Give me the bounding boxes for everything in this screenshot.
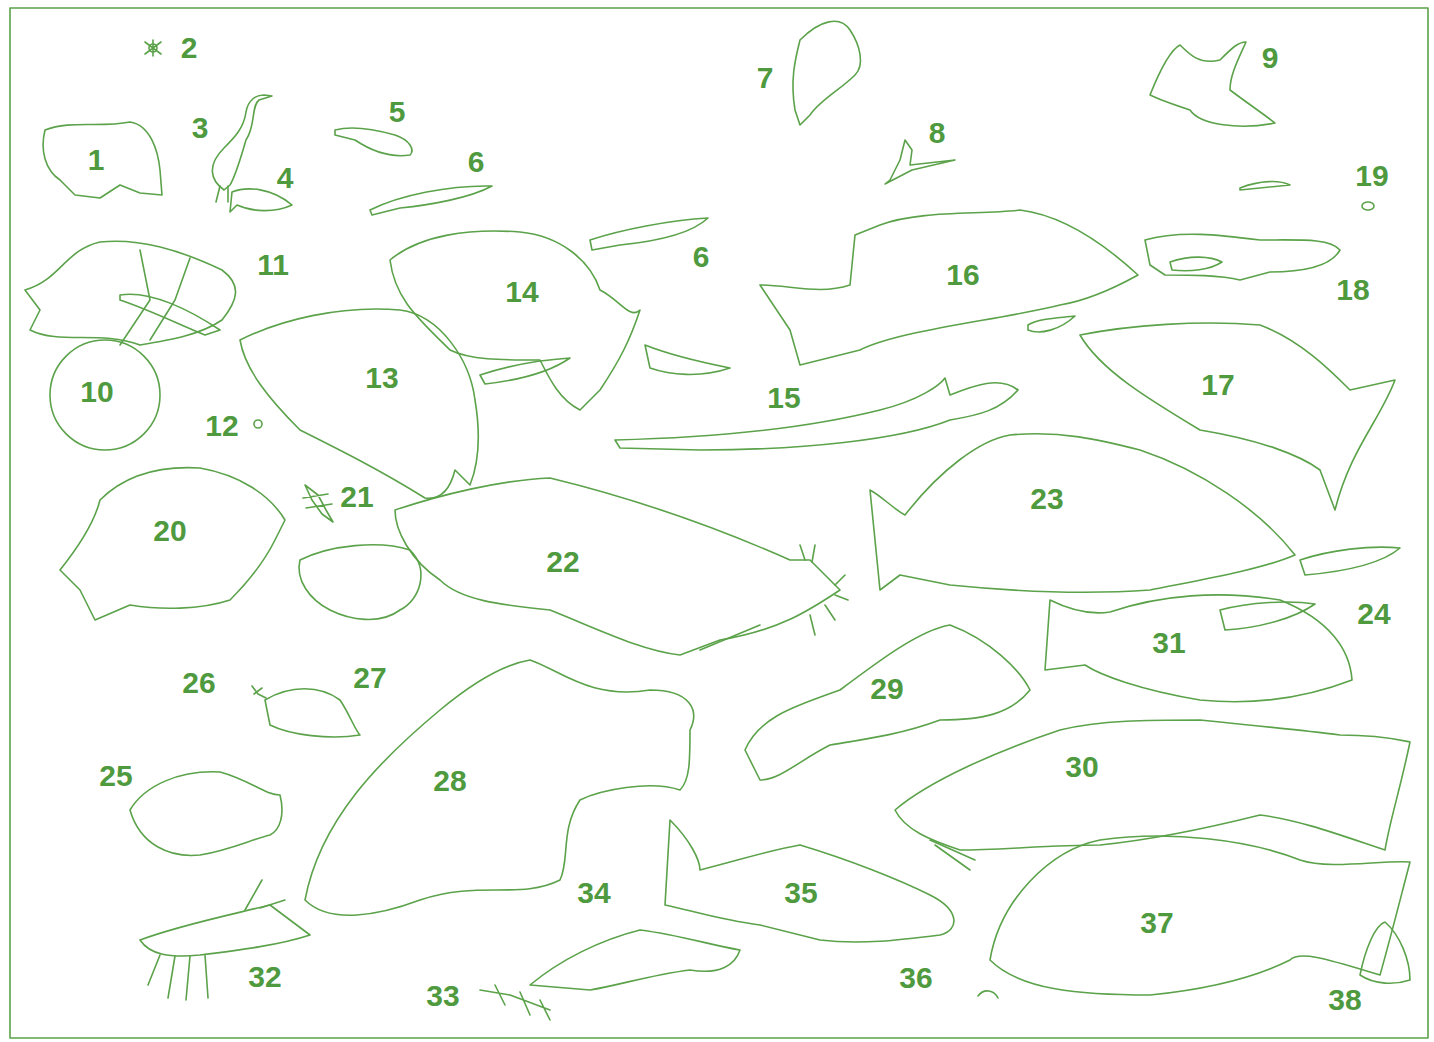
- fish-outline: [390, 231, 640, 410]
- insect-legs: [145, 40, 161, 56]
- callout-number: 19: [1353, 161, 1390, 191]
- fish-outline: [480, 358, 570, 384]
- callout-number: 16: [944, 260, 981, 290]
- callout-number: 23: [1028, 484, 1065, 514]
- fish-outline: [870, 434, 1295, 592]
- callout-number: 17: [1199, 370, 1236, 400]
- fish-outline: [530, 930, 740, 990]
- callout-number: 12: [203, 411, 240, 441]
- callout-number: 29: [868, 674, 905, 704]
- fish-outline: [665, 820, 954, 942]
- callout-number: 32: [246, 962, 283, 992]
- bird-legs: [216, 186, 228, 202]
- callout-number: 15: [765, 383, 802, 413]
- callout-number: 35: [782, 878, 819, 908]
- callout-number: 4: [275, 163, 296, 193]
- callout-number: 33: [424, 981, 461, 1011]
- callout-number: 21: [338, 482, 375, 512]
- insect-outline: [252, 686, 266, 698]
- fish-whiskers: [930, 840, 975, 870]
- callout-number: 5: [387, 97, 408, 127]
- callout-number: 8: [927, 118, 948, 148]
- bird-outline: [212, 95, 272, 190]
- fish-outline: [1300, 547, 1400, 575]
- egg-outline: [1362, 202, 1374, 210]
- callout-number: 24: [1355, 599, 1392, 629]
- insect-outline: [303, 485, 333, 522]
- fish-outline: [1220, 602, 1315, 630]
- fish-outline: [1028, 316, 1075, 332]
- insect-outline: [480, 985, 550, 1020]
- callout-number: 11: [255, 250, 291, 280]
- plant-outline: [25, 241, 236, 345]
- fish-outline: [240, 309, 478, 498]
- callout-number: 38: [1326, 985, 1363, 1015]
- callout-number: 26: [180, 668, 217, 698]
- callout-number: 28: [431, 766, 468, 796]
- fish-outline: [615, 378, 1018, 450]
- animal-outline: [335, 128, 412, 156]
- fish-outline: [305, 660, 694, 915]
- callout-number: 6: [691, 242, 712, 272]
- fish-whiskers: [700, 545, 848, 650]
- bird-outline: [1150, 42, 1275, 126]
- fish-outline: [265, 689, 360, 737]
- callout-number: 25: [97, 761, 134, 791]
- callout-number: 27: [351, 663, 388, 693]
- fish-outline: [60, 468, 285, 620]
- animal-outline: [299, 545, 421, 620]
- crayfish-legs: [148, 880, 285, 1000]
- fish-outline: [745, 625, 1030, 780]
- fish-outline: [760, 210, 1138, 365]
- fish-outline: [1145, 234, 1340, 280]
- fish-outline: [1170, 257, 1222, 271]
- callout-number: 9: [1260, 43, 1281, 73]
- fish-outline: [1080, 323, 1395, 510]
- fish-outline: [895, 720, 1410, 850]
- callout-number: 20: [151, 516, 188, 546]
- callout-number: 13: [363, 363, 400, 393]
- bird-outline: [793, 21, 861, 125]
- egg-outline: [254, 420, 262, 428]
- frame: [10, 8, 1428, 1038]
- animal-outline: [1360, 922, 1410, 983]
- callout-number: 31: [1150, 628, 1187, 658]
- animal-outline: [1240, 182, 1290, 190]
- fish-outline: [120, 294, 220, 335]
- callout-number: 3: [190, 113, 211, 143]
- callout-number: 7: [755, 63, 776, 93]
- animal-outline: [978, 991, 998, 998]
- callout-number: 30: [1063, 752, 1100, 782]
- fish-outline: [990, 836, 1410, 995]
- callout-number: 36: [897, 963, 934, 993]
- fish-outline: [370, 186, 492, 215]
- fish-outline: [395, 478, 840, 655]
- plant-outline: [50, 340, 160, 450]
- callout-number: 18: [1334, 275, 1371, 305]
- animal-outline: [43, 122, 162, 198]
- callout-number: 14: [503, 277, 540, 307]
- callout-number: 34: [575, 878, 612, 908]
- callout-number: 10: [78, 377, 115, 407]
- callout-number: 22: [544, 547, 581, 577]
- fish-outline: [1045, 595, 1352, 702]
- fish-outline: [130, 772, 282, 856]
- callout-number: 2: [179, 33, 200, 63]
- fish-outline: [645, 345, 730, 374]
- callout-number: 6: [466, 147, 487, 177]
- crayfish-outline: [140, 905, 310, 956]
- callout-number: 1: [86, 145, 107, 175]
- callout-number: 37: [1138, 908, 1175, 938]
